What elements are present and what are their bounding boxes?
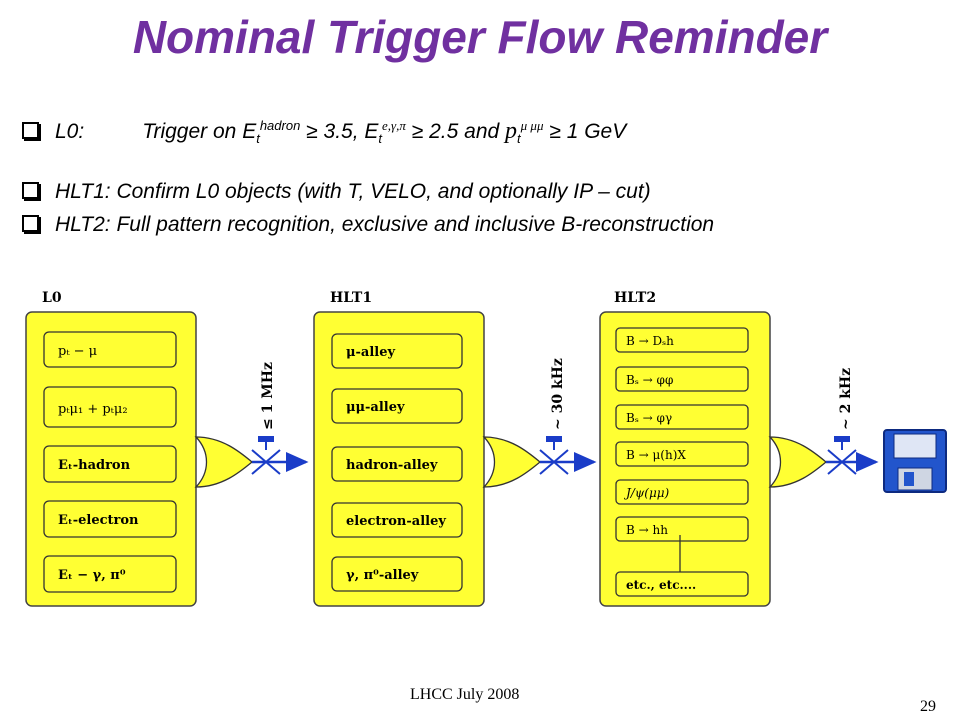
hlt2-item-box xyxy=(615,404,749,430)
hlt2-item-jpsi: J/ψ(μμ) xyxy=(623,486,670,500)
valve-cross xyxy=(827,449,857,475)
checkbox-bullet-icon xyxy=(22,121,39,139)
hlt2-item-box xyxy=(615,441,749,467)
hlt2-item-b-dsh: B → Dₛh xyxy=(626,334,674,348)
floppy-label xyxy=(893,433,937,459)
hlt1-item-mu-alley: μ-alley xyxy=(346,345,395,360)
l0-panel xyxy=(25,311,197,607)
l0-or-gate xyxy=(194,436,254,488)
bullet-l0-label: L0: xyxy=(55,120,85,143)
page-number: 29 xyxy=(920,698,936,715)
checkbox-bullet-icon xyxy=(22,214,39,232)
geq-sign-3: ≥ xyxy=(549,120,561,143)
l0-item-gamma-pi0: Eₜ − γ, π⁰ xyxy=(58,568,126,583)
hlt1-rate-valve xyxy=(539,436,597,475)
floppy-shutter xyxy=(897,467,933,491)
l0-item-box xyxy=(43,555,177,593)
hlt1-item-gamma-alley: γ, π⁰-alley xyxy=(346,568,419,583)
hlt2-or-gate xyxy=(768,436,828,488)
rate-label-hlt1: ~ 30 kHz xyxy=(550,358,566,430)
hlt2-item-bs-phiphi: Bₛ → φφ xyxy=(626,373,673,387)
hlt2-rate-valve xyxy=(826,436,879,475)
l0-item-hadron: Eₜ-hadron xyxy=(58,458,131,473)
l0-rate-valve xyxy=(251,436,309,475)
l0-text-start: Trigger on E xyxy=(142,120,257,143)
pt-sub: t xyxy=(517,131,521,147)
hlt1-item-electron-alley: electron-alley xyxy=(346,514,446,529)
valve-cap xyxy=(546,436,562,442)
e-sup: e,γ,π xyxy=(382,118,406,133)
hlt2-item-box xyxy=(615,571,749,597)
l0-item-box xyxy=(43,386,177,428)
hlt1-item-box xyxy=(331,556,463,592)
geq-sign-2: ≥ xyxy=(411,120,424,143)
hlt2-item-box xyxy=(615,366,749,392)
hlt1-item-box xyxy=(331,333,463,369)
hlt2-title: HLT2 xyxy=(614,290,656,306)
bullet-hlt1: HLT1: Confirm L0 objects (with T, VELO, … xyxy=(22,180,651,204)
footer-text: LHCC July 2008 xyxy=(410,686,520,703)
hlt1-panel xyxy=(313,311,485,607)
bullet-hlt1-text: HLT1: Confirm L0 objects (with T, VELO, … xyxy=(55,180,651,203)
hlt1-title: HLT1 xyxy=(330,290,372,306)
hlt2-items: B → Dₛh Bₛ → φφ Bₛ → φγ B → μ(h)X J/ψ(μμ… xyxy=(615,327,749,597)
valve-cap xyxy=(258,436,274,442)
checkbox-bullet-icon xyxy=(22,181,39,199)
rate-label-hlt2: ~ 2 kHz xyxy=(838,368,854,430)
hlt1-item-box xyxy=(331,446,463,482)
page-title: Nominal Trigger Flow Reminder xyxy=(132,11,828,63)
l0-item-box xyxy=(43,500,177,538)
hlt2-item-box xyxy=(615,516,749,542)
et-sup: hadron xyxy=(259,118,301,133)
bullet-hlt2: HLT2: Full pattern recognition, exclusiv… xyxy=(22,213,714,237)
floppy-body xyxy=(883,429,947,493)
l0-val1: 3.5, E xyxy=(317,120,379,143)
hlt2-item-box xyxy=(615,327,749,353)
hlt2-panel xyxy=(599,311,771,607)
l0-item-box xyxy=(43,331,177,368)
l0-items: pₜ − μ pₜμ₁ + pₜμ₂ Eₜ-hadron Eₜ-electron… xyxy=(43,331,177,593)
l0-item-pt-mu: pₜ − μ xyxy=(58,344,97,359)
hlt1-items: μ-alley μμ-alley hadron-alley electron-a… xyxy=(331,333,463,592)
valve-cap xyxy=(834,436,850,442)
valve-cross xyxy=(251,449,281,475)
pt-symbol: p xyxy=(505,118,518,144)
hlt2-item-b-hh: B → hh xyxy=(626,523,668,537)
hlt1-item-mumu-alley: μμ-alley xyxy=(346,400,405,415)
et-sub: t xyxy=(256,131,260,147)
hlt2-item-etc: etc., etc.... xyxy=(626,578,696,592)
hlt1-item-box xyxy=(331,388,463,424)
floppy-slot xyxy=(904,472,914,486)
l0-item-electron: Eₜ-electron xyxy=(58,513,139,528)
valve-cross xyxy=(539,449,569,475)
rate-label-l0: ≤ 1 MHz xyxy=(260,362,276,430)
geq-sign-1: ≥ xyxy=(306,120,318,143)
l0-item-dimuon: pₜμ₁ + pₜμ₂ xyxy=(58,402,128,417)
hlt2-item-b-muhx: B → μ(h)X xyxy=(626,448,686,462)
l0-val3: 1 GeV xyxy=(560,120,627,143)
hlt2-item-bs-phigamma: Bₛ → φγ xyxy=(626,411,672,425)
e-sub: t xyxy=(378,131,383,147)
hlt1-or-gate xyxy=(482,436,542,488)
floppy-disk-icon xyxy=(883,429,947,493)
bullet-hlt2-text: HLT2: Full pattern recognition, exclusiv… xyxy=(55,213,715,236)
hlt1-item-hadron-alley: hadron-alley xyxy=(346,458,438,473)
l0-val2: 2.5 and xyxy=(423,120,506,143)
l0-title: L0 xyxy=(42,290,62,306)
bullet-l0: L0:Trigger on Ethadron ≥ 3.5, Ete,γ,π ≥ … xyxy=(22,118,626,146)
pt-sup: μ μμ xyxy=(520,118,544,133)
l0-item-box xyxy=(43,445,177,483)
hlt1-item-box xyxy=(331,502,463,538)
hlt2-item-box xyxy=(615,479,749,505)
